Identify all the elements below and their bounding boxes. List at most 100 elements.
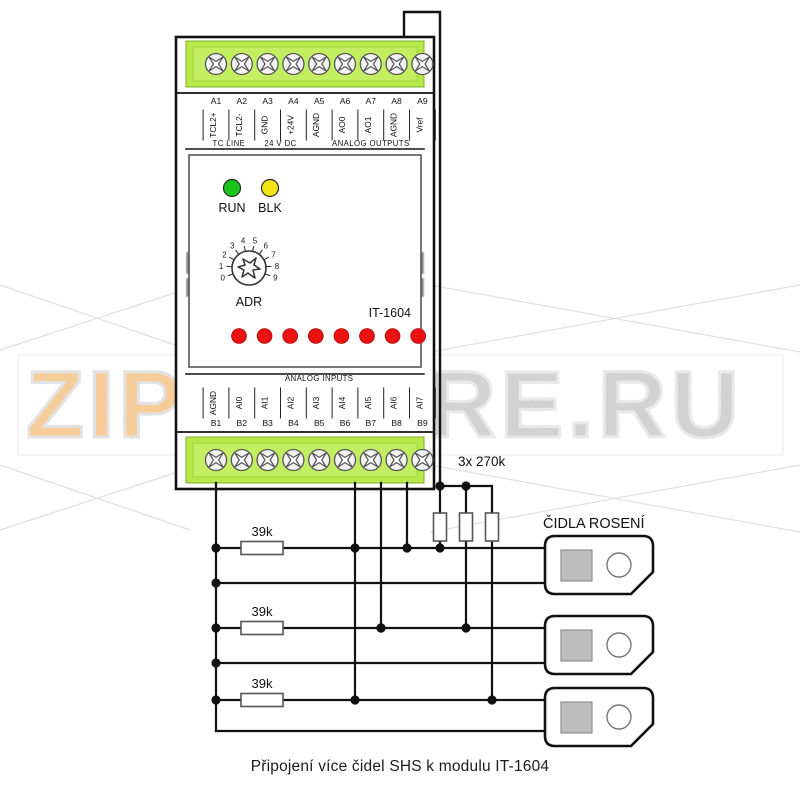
terminal-number: A4 <box>288 96 299 106</box>
resistor-39k-label: 39k <box>252 524 273 539</box>
terminal-number: A7 <box>366 96 377 106</box>
indicator-label: RUN <box>218 201 245 215</box>
top-screw-terminals[interactable] <box>204 52 434 76</box>
sensor-element <box>606 632 632 658</box>
junction-dot <box>211 658 221 668</box>
resistor-270k <box>484 512 500 542</box>
terminal-number: B5 <box>314 418 325 428</box>
resistor-39k <box>240 540 284 556</box>
junction-dot <box>461 481 471 491</box>
screw-terminal[interactable] <box>282 52 305 76</box>
screw-terminal[interactable] <box>359 448 382 472</box>
dew-sensor <box>543 534 655 596</box>
terminal-signal-label: AGND <box>311 113 321 137</box>
resistor-39k-label: 39k <box>252 604 273 619</box>
screw-terminal[interactable] <box>256 448 279 472</box>
terminal-signal-label: AI5 <box>363 396 373 409</box>
dew-sensor <box>543 686 655 748</box>
screw-terminal[interactable] <box>282 448 305 472</box>
adr-position-label: 9 <box>273 274 278 283</box>
sensor-pad <box>560 701 593 734</box>
terminal-group-label: TC LINE <box>213 139 246 148</box>
bottom-screw-terminals[interactable] <box>204 448 434 472</box>
terminal-signal-label: TCL2- <box>234 113 244 136</box>
adr-position-label: 3 <box>230 242 235 251</box>
sensor-element <box>606 552 632 578</box>
terminal-signal-label: AGND <box>389 113 399 137</box>
sensor-element <box>606 704 632 730</box>
junction-dot <box>461 623 471 633</box>
screw-terminal[interactable] <box>230 52 253 76</box>
status-led <box>256 328 273 344</box>
adr-position-label: 0 <box>220 274 225 283</box>
screw-terminal[interactable] <box>411 448 434 472</box>
adr-position-label: 4 <box>241 237 246 246</box>
terminal-group-label: ANALOG INPUTS <box>285 374 353 383</box>
sensor-pad <box>560 629 593 662</box>
resistor-270k <box>432 512 448 542</box>
adr-position-label: 2 <box>222 250 227 259</box>
terminal-number: B7 <box>366 418 377 428</box>
terminal-number: B4 <box>288 418 299 428</box>
junction-dot <box>211 543 221 553</box>
dew-sensors-group <box>543 534 655 748</box>
terminal-signal-label: TCL2+ <box>208 112 218 137</box>
screw-terminal[interactable] <box>411 52 434 76</box>
terminal-signal-label: AO0 <box>337 116 347 133</box>
adr-position-label: 6 <box>263 242 268 251</box>
screw-terminal[interactable] <box>385 52 408 76</box>
junction-dot <box>211 623 221 633</box>
adr-position-label: 7 <box>271 250 276 259</box>
junction-dot <box>402 543 412 553</box>
adr-position-label: 1 <box>219 262 224 271</box>
junction-dot <box>350 543 360 553</box>
terminal-number: B8 <box>391 418 402 428</box>
screw-terminal[interactable] <box>333 448 357 472</box>
pullup-resistor-label: 3x 270k <box>458 454 506 469</box>
resistor-270k <box>458 512 474 542</box>
terminal-number: A5 <box>314 96 325 106</box>
module-model-label: IT-1604 <box>369 306 411 320</box>
terminal-number: B3 <box>262 418 273 428</box>
channel-status-leds <box>231 328 427 344</box>
screw-terminal[interactable] <box>230 448 253 472</box>
status-led <box>282 328 299 344</box>
terminal-number: A8 <box>391 96 402 106</box>
screw-terminal[interactable] <box>204 52 228 76</box>
screw-terminal[interactable] <box>308 448 331 472</box>
terminal-signal-label: AI1 <box>260 396 270 409</box>
terminal-number: A1 <box>211 96 222 106</box>
terminal-number: B6 <box>340 418 351 428</box>
terminal-number: A9 <box>417 96 428 106</box>
terminal-signal-label: AI3 <box>311 396 321 409</box>
screw-terminal[interactable] <box>256 52 279 76</box>
indicator-led-blk <box>260 178 280 198</box>
status-led <box>333 328 350 344</box>
screw-terminal[interactable] <box>308 52 331 76</box>
terminal-signal-label: AI4 <box>337 396 347 409</box>
terminal-signal-label: Vref <box>414 117 424 133</box>
terminal-signal-label: +24V <box>285 115 295 135</box>
status-led <box>231 328 247 344</box>
indicator-led-run <box>222 178 242 198</box>
terminal-signal-label: AGND <box>208 391 218 415</box>
terminal-number: A6 <box>340 96 351 106</box>
screw-terminal[interactable] <box>204 448 228 472</box>
terminal-signal-label: AI2 <box>285 396 295 409</box>
terminal-signal-label: AI0 <box>234 396 244 409</box>
junction-dot <box>211 695 221 705</box>
status-led <box>359 328 375 344</box>
screw-terminal[interactable] <box>359 52 382 76</box>
screw-terminal[interactable] <box>333 52 357 76</box>
wire-junctions <box>211 481 497 705</box>
screw-terminal[interactable] <box>385 448 408 472</box>
terminal-number: B2 <box>237 418 248 428</box>
junction-dot <box>376 623 386 633</box>
junction-dot <box>350 695 360 705</box>
